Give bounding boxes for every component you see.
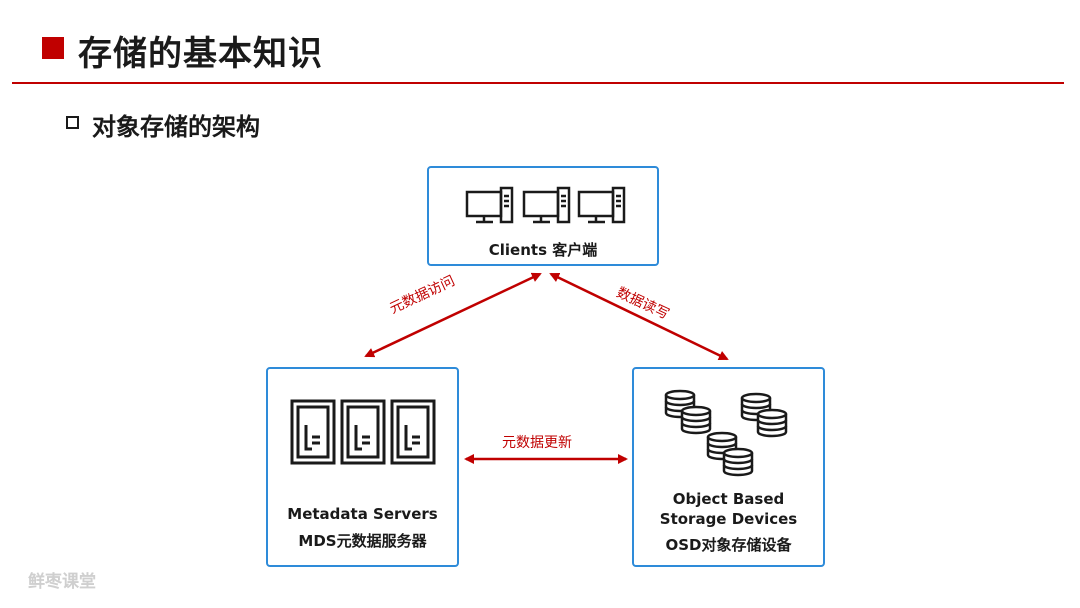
mds-icons	[290, 399, 436, 465]
computer-icon	[522, 186, 571, 224]
page-title: 存储的基本知识	[78, 34, 323, 74]
watermark: 鲜枣课堂	[28, 572, 96, 592]
subtitle-bullet	[66, 116, 79, 129]
server-rack-icon	[340, 399, 386, 465]
osd-label-line3: OSD对象存储设备	[665, 536, 792, 554]
metadata-access-arrow	[364, 272, 542, 358]
mds-label-line1: Metadata Servers	[287, 505, 438, 523]
computer-icon	[577, 186, 626, 224]
mds-node: Metadata Servers MDS元数据服务器	[266, 367, 459, 567]
section-subtitle: 对象存储的架构	[92, 113, 260, 141]
osd-label-line1: Object Based	[672, 490, 785, 508]
title-bullet	[42, 37, 64, 59]
server-rack-icon	[290, 399, 336, 465]
title-divider	[12, 82, 1064, 84]
osd-label-line2: Storage Devices	[659, 510, 798, 528]
osd-node: Object Based Storage Devices OSD对象存储设备	[632, 367, 825, 567]
clients-icons	[465, 186, 626, 224]
mds-label-line2: MDS元数据服务器	[298, 532, 427, 550]
computer-icon	[465, 186, 514, 224]
server-rack-icon	[390, 399, 436, 465]
data-rw-arrow	[549, 272, 729, 361]
clients-node: Clients 客户端	[427, 166, 659, 266]
clients-label: Clients 客户端	[488, 241, 598, 259]
metadata-update-label: 元数据更新	[502, 435, 572, 451]
